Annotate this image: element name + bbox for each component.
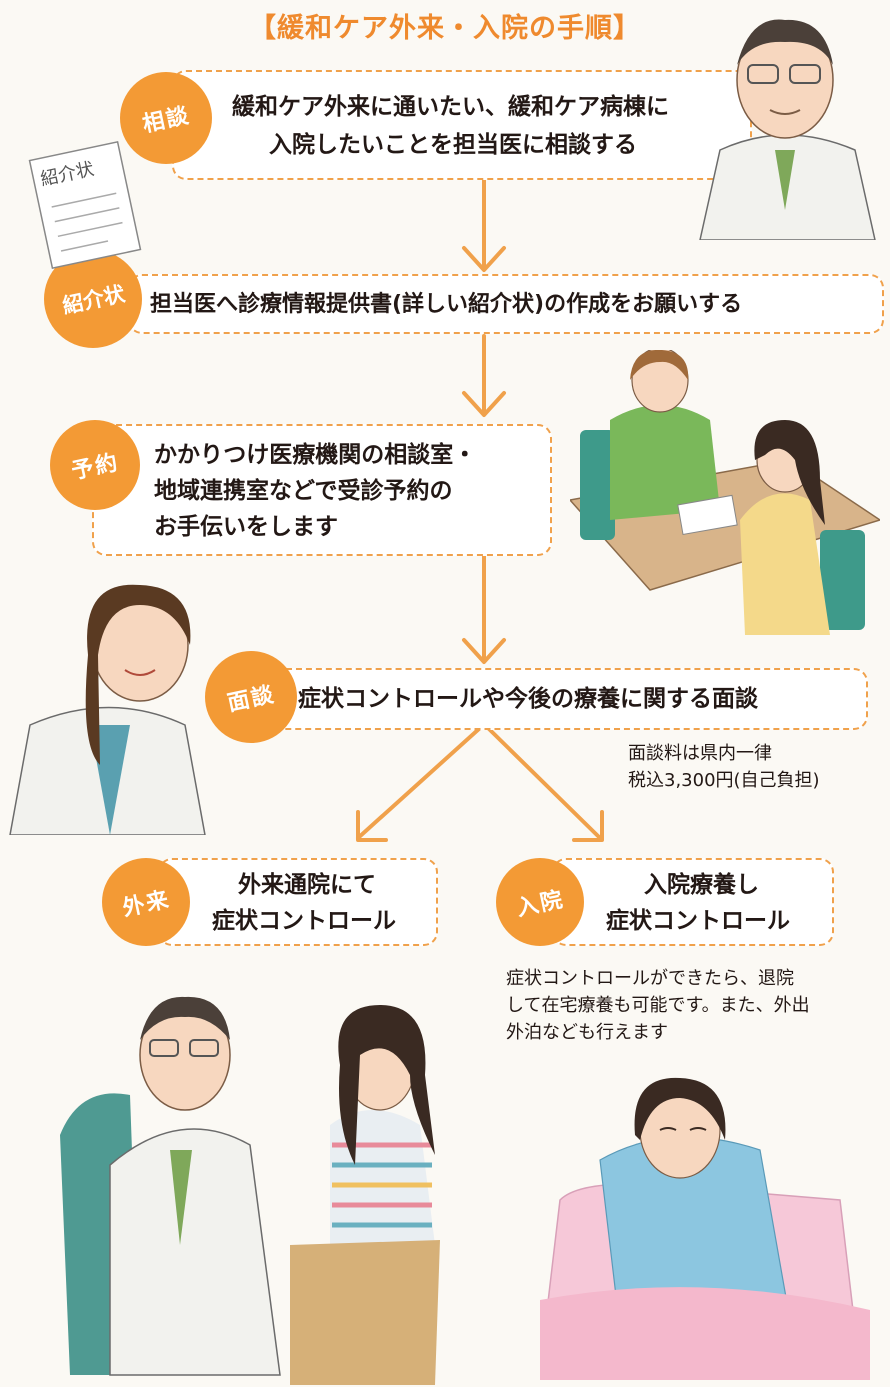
branch-inpatient-badge: 入院 — [496, 858, 584, 946]
step-booking-badge: 予約 — [50, 420, 140, 510]
arrow-3-head — [462, 638, 506, 664]
step-booking-line-3: お手伝いをします — [154, 514, 338, 540]
outpatient-illustration — [60, 996, 440, 1385]
step-interview-text: 症状コントロールや今後の療養に関する面談 — [298, 686, 758, 712]
inpatient-bed-illustration — [540, 1077, 870, 1380]
branch-inpatient-box: 入院療養し 症状コントロール — [552, 858, 834, 946]
step-booking-box: かかりつけ医療機関の相談室・ 地域連携室などで受診予約の お手伝いをします — [92, 424, 552, 556]
step-consult-badge: 相談 — [120, 72, 212, 164]
doctor-female-illustration — [9, 584, 206, 835]
step-consult-line-2: 入院したいことを担当医に相談する — [269, 132, 637, 158]
page-title: 【緩和ケア外来・入院の手順】 — [249, 13, 641, 44]
fee-note: 面談料は県内一律 税込3,300円(自己負担) — [628, 740, 820, 794]
step-consult-box: 緩和ケア外来に通いたい、緩和ケア病棟に 入院したいことを担当医に相談する — [172, 70, 752, 180]
branch-outpatient-badge: 外来 — [102, 858, 190, 946]
inpatient-note: 症状コントロールができたら、退院 して在宅療養も可能です。また、外出 外泊なども… — [506, 965, 810, 1046]
referral-letter-illustration — [28, 140, 142, 270]
step-referral-box: 担当医へ診療情報提供書(詳しい紹介状)の作成をお願いする — [128, 274, 884, 334]
branch-inpatient-line-1: 入院療養し — [644, 872, 759, 898]
branch-inpatient-line-2: 症状コントロール — [606, 908, 790, 934]
inpatient-note-line-1: 症状コントロールができたら、退院 — [506, 968, 794, 989]
fee-note-line-1: 面談料は県内一律 — [628, 743, 772, 764]
step-booking-line-1: かかりつけ医療機関の相談室・ — [154, 442, 477, 468]
branch-outpatient-line-1: 外来通院にて — [238, 872, 376, 898]
inpatient-note-line-3: 外泊なども行えます — [506, 1022, 668, 1043]
arrow-right-shaft — [486, 726, 602, 840]
branch-outpatient-line-2: 症状コントロール — [212, 908, 396, 934]
arrow-1-head — [462, 246, 506, 272]
branch-outpatient-box: 外来通院にて 症状コントロール — [158, 858, 438, 946]
inpatient-note-line-2: して在宅療養も可能です。また、外出 — [506, 995, 810, 1016]
arrow-left-head — [356, 810, 388, 842]
step-referral-text: 担当医へ診療情報提供書(詳しい紹介状)の作成をお願いする — [150, 292, 743, 317]
arrow-left-shaft — [356, 726, 482, 840]
fee-note-line-2: 税込3,300円(自己負担) — [628, 770, 820, 791]
step-interview-badge: 面談 — [205, 651, 297, 743]
step-consult-line-1: 緩和ケア外来に通いたい、緩和ケア病棟に — [232, 94, 669, 120]
arrow-2-head — [462, 391, 506, 417]
step-interview-box: 症状コントロールや今後の療養に関する面談 — [272, 668, 868, 730]
consultation-illustration — [570, 350, 880, 635]
step-booking-line-2: 地域連携室などで受診予約の — [154, 478, 453, 504]
arrow-right-head — [572, 810, 604, 842]
doctor-male-illustration — [699, 19, 876, 240]
